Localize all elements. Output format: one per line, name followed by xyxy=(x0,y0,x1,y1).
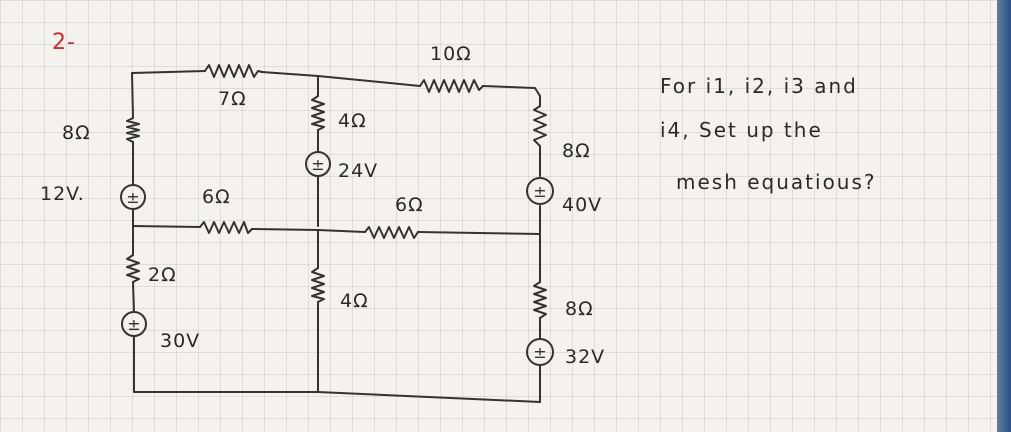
label-resistor-mid-bottom: 4Ω xyxy=(340,290,369,312)
problem-number: 2- xyxy=(52,30,76,55)
source-symbol: ± xyxy=(126,188,139,207)
label-source-right-bottom: 32V xyxy=(565,346,606,368)
wire-left-upper xyxy=(131,72,134,227)
wire-bottom xyxy=(133,391,541,403)
wire-top-left xyxy=(131,70,421,87)
resistor-mid-top-4 xyxy=(311,95,325,131)
label-source-right-top: 40V xyxy=(562,194,603,216)
source-symbol: ± xyxy=(533,182,546,201)
resistor-mid-bottom-4 xyxy=(311,267,325,303)
question-line-3: mesh equatious? xyxy=(676,170,877,194)
source-symbol: ± xyxy=(127,315,140,334)
voltage-source-right-top: ± xyxy=(526,177,554,205)
wire-top-right xyxy=(482,85,541,97)
voltage-source-right-bottom: ± xyxy=(526,338,554,366)
screen-edge xyxy=(997,0,1011,432)
label-resistor-top-right: 10Ω xyxy=(430,43,472,65)
resistor-right-bottom-8 xyxy=(533,281,547,319)
label-resistor-mid-top: 4Ω xyxy=(338,110,367,132)
resistor-top-left-7 xyxy=(204,64,263,78)
question-line-2: i4, Set up the xyxy=(660,118,823,142)
source-symbol: ± xyxy=(533,343,546,362)
label-source-left-bottom: 30V xyxy=(160,330,201,352)
resistor-left-top-8 xyxy=(126,117,140,143)
label-source-left-top: 12V. xyxy=(40,183,85,205)
label-resistor-left-top: 8Ω xyxy=(62,122,91,144)
resistor-right-top-8 xyxy=(533,105,547,147)
resistor-top-right-10 xyxy=(419,79,484,93)
wire-left-lower xyxy=(132,225,135,393)
label-resistor-horiz-right: 6Ω xyxy=(395,194,424,216)
label-resistor-right-top: 8Ω xyxy=(562,140,591,162)
label-resistor-left-bottom: 2Ω xyxy=(148,264,177,286)
resistor-horiz-right-6 xyxy=(364,226,419,239)
source-symbol: ± xyxy=(311,155,324,174)
label-resistor-top-left: 7Ω xyxy=(218,88,247,110)
wire-horizontal-mid xyxy=(132,225,541,235)
voltage-source-left-bottom: ± xyxy=(121,311,147,337)
label-resistor-right-bottom: 8Ω xyxy=(565,298,594,320)
resistor-left-bottom-2 xyxy=(126,254,140,283)
label-resistor-horiz-left: 6Ω xyxy=(202,186,231,208)
question-line-1: For i1, i2, i3 and xyxy=(660,74,858,98)
resistor-horiz-left-6 xyxy=(199,221,253,234)
label-source-mid-top: 24V xyxy=(338,160,379,182)
voltage-source-left-top: ± xyxy=(120,184,146,210)
voltage-source-mid-top: ± xyxy=(305,151,331,177)
